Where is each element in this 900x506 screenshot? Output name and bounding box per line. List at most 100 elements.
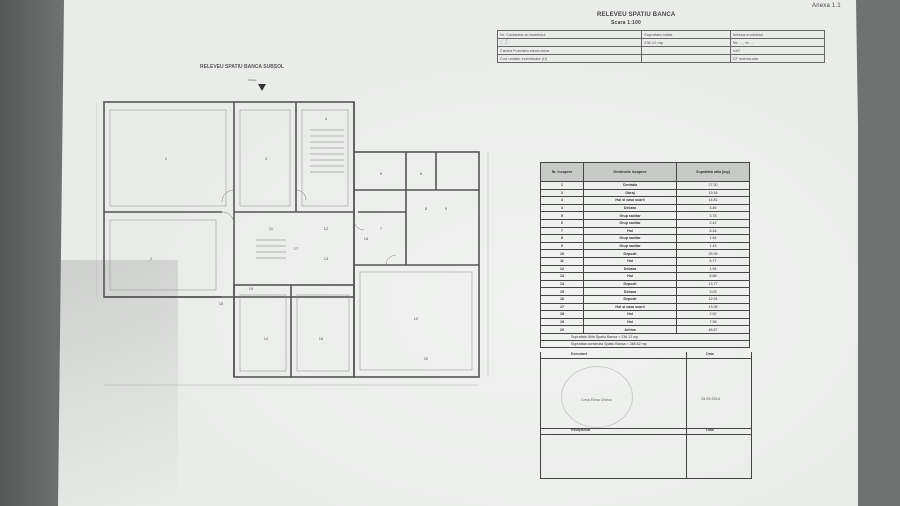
executant-row: Executant Data — [541, 352, 751, 359]
header-cell: CF individuala — [729, 54, 826, 63]
header-cell — [641, 46, 731, 55]
room-area-cell: 14.81 — [676, 196, 750, 205]
table-header: Destinatie Incapere — [583, 162, 677, 182]
room-name-cell: Hol si casa scarii — [583, 196, 677, 205]
room-number-cell: 2 — [540, 188, 584, 198]
room-number: 13 — [324, 256, 329, 261]
room-area-cell: 2.42 — [676, 218, 750, 228]
room-name-cell: Grup sanitar — [583, 234, 677, 243]
room-name-cell: Centrala — [583, 181, 677, 190]
divider — [541, 428, 751, 429]
room-number: 19 — [249, 286, 254, 291]
room-number: 3 — [265, 156, 268, 161]
plan-title: RELEVEU SPATIU BANCA SUBSOL — [200, 64, 285, 70]
room-number-cell: 8 — [540, 234, 584, 243]
room-area-cell: 6.68 — [676, 272, 750, 281]
header-cell: Str. ..., nr. ... — [729, 38, 826, 47]
room-number-cell: 17 — [540, 302, 584, 312]
room-area-cell: 8.34 — [676, 226, 750, 236]
background-surface — [0, 0, 60, 506]
room-name-cell: Debara — [583, 264, 677, 274]
room-area-cell: 7.38 — [676, 317, 750, 327]
header-cell: Suprafata totala — [641, 30, 731, 39]
room-name-cell: Hol — [583, 226, 677, 236]
room-area-cell: 25.95 — [676, 249, 750, 258]
room-number-cell: 18 — [540, 310, 584, 319]
floor-plan: 1 2 3 4 5 6 7 8 9 10 11 12 13 14 15 16 1… — [96, 101, 489, 386]
header-cell: 236.12 mp — [641, 38, 731, 47]
room-name-cell: Garaj — [583, 188, 677, 198]
stamp-seal — [561, 366, 633, 428]
room-number: 16 — [319, 336, 324, 341]
room-name-cell: Hol — [583, 317, 677, 327]
room-area-cell: 6.77 — [676, 256, 750, 266]
totals-block: Suprafata Utila Spatiu Banca = 236.12 mp… — [540, 334, 750, 348]
room-number: 4 — [325, 116, 328, 121]
room-area-cell: 3.03 — [676, 287, 750, 296]
room-name-cell: Hol si casa scarii — [583, 302, 677, 312]
room-name-cell: Depozit — [583, 279, 677, 289]
header-cell: Nr. Cadastral al imobilului — [496, 30, 643, 39]
room-number: 10 — [414, 316, 419, 321]
room-area-cell: 13.77 — [676, 279, 750, 289]
room-area-cell: 3.78 — [676, 211, 750, 220]
annex-label: Anexa 1.1 — [812, 3, 841, 9]
room-name-cell: Debara — [583, 203, 677, 213]
signature-block: Executant Data Crina Elena Chiriac 15.09… — [540, 352, 752, 479]
room-number: 2 — [150, 256, 153, 261]
total-construit: Suprafata construita Spatiu Banca = 288.… — [540, 341, 750, 348]
room-number: 18 — [364, 236, 369, 241]
room-name-cell: Depozit — [583, 294, 677, 304]
room-area-cell: 19.16 — [676, 188, 750, 198]
room-area-cell: 12.94 — [676, 294, 750, 304]
room-area-cell: 1.43 — [676, 241, 750, 251]
room-name-cell: Hol — [583, 310, 677, 319]
room-table: Nr. Incapere Destinatie Incapere Suprafa… — [540, 162, 750, 334]
executant-name: Crina Elena Chiriac — [581, 398, 612, 402]
room-number: 12 — [324, 226, 329, 231]
room-name-cell: Grup sanitar — [583, 241, 677, 251]
room-number-cell: 10 — [540, 249, 584, 258]
room-number-cell: 15 — [540, 287, 584, 296]
receptionat-label: Receptionat — [571, 428, 591, 432]
room-number: 6 — [420, 171, 423, 176]
room-area-cell: 3.46 — [676, 203, 750, 213]
receptionat-row: Receptionat Data — [541, 428, 751, 435]
entrance-label: Intrare — [248, 78, 257, 82]
room-area-cell: 1.94 — [676, 264, 750, 274]
executant-label: Executant — [571, 352, 587, 356]
room-number-cell: 20 — [540, 325, 584, 334]
room-number: 11 — [269, 226, 274, 231]
handwritten-note: c.f. — [500, 39, 510, 46]
room-area-cell: 27.30 — [676, 181, 750, 190]
room-name-cell: Grup sanitar — [583, 218, 677, 228]
header-cell: Cartea Funciara electronica — [496, 46, 643, 55]
room-number-cell: 16 — [540, 294, 584, 304]
header-cell: Cod unitate individuala (U) — [496, 54, 643, 63]
sheet-title: RELEVEU SPATIU BANCA — [597, 12, 676, 18]
divider — [686, 352, 687, 478]
date-value: 15.09.2014 — [701, 397, 721, 401]
date-label: Data — [706, 352, 714, 356]
room-number: 8 — [425, 206, 428, 211]
room-number-cell: 5 — [540, 211, 584, 220]
room-area-cell: 2.52 — [676, 310, 750, 319]
room-number-cell: 13 — [540, 272, 584, 281]
room-number: 5 — [380, 171, 383, 176]
room-number-cell: 9 — [540, 241, 584, 251]
